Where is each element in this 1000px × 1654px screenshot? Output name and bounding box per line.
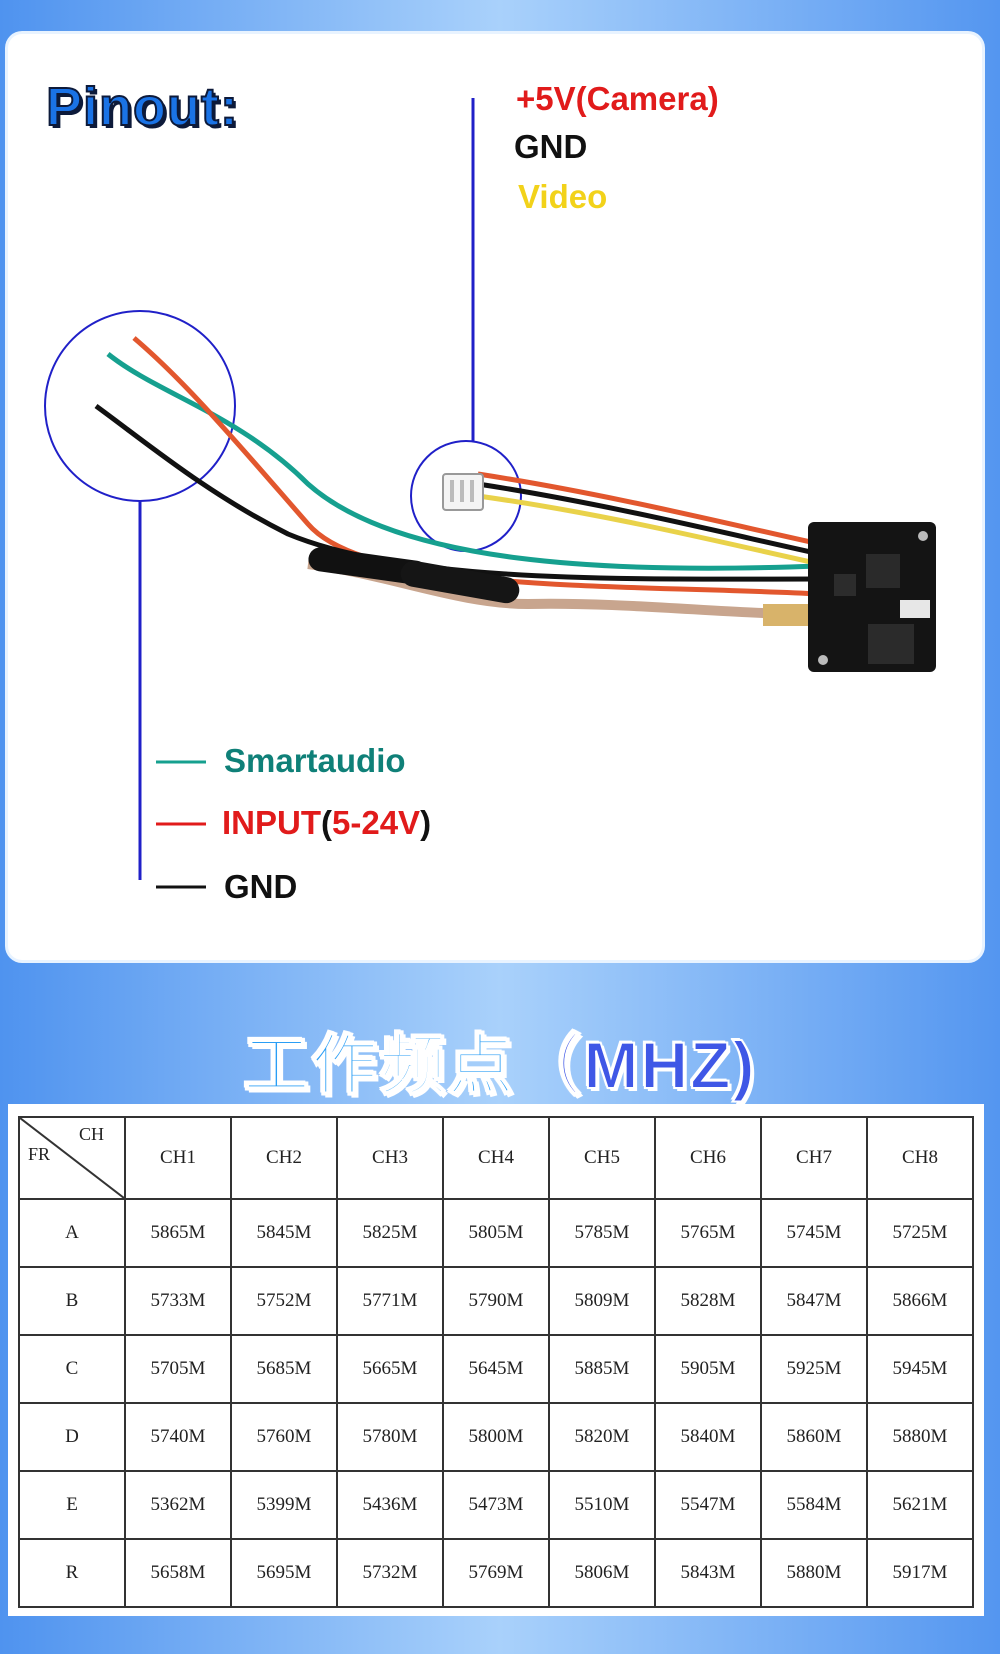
ufl-connector bbox=[763, 604, 813, 626]
frequency-cell: 5362M bbox=[124, 1470, 232, 1540]
frequency-cell: 5771M bbox=[336, 1266, 444, 1336]
frequency-cell: 5732M bbox=[336, 1538, 444, 1608]
frequency-cell: 5880M bbox=[866, 1402, 974, 1472]
frequency-cell: 5885M bbox=[548, 1334, 656, 1404]
frequency-cell: 5760M bbox=[230, 1402, 338, 1472]
frequency-cell: 5806M bbox=[548, 1538, 656, 1608]
frequency-title-unit: （MHZ) bbox=[515, 1027, 757, 1103]
column-header: CH2 bbox=[230, 1116, 338, 1200]
frequency-cell: 5658M bbox=[124, 1538, 232, 1608]
input-label: INPUT bbox=[222, 804, 321, 841]
frequency-title-text: 工作频点 bbox=[243, 1027, 516, 1103]
camera-5v-wire bbox=[477, 471, 821, 547]
table-corner-cell: CH FR bbox=[18, 1116, 126, 1200]
corner-diagonal bbox=[20, 1118, 124, 1198]
frequency-cell: 5880M bbox=[760, 1538, 868, 1608]
smartaudio-wire bbox=[106, 352, 819, 571]
column-header: CH1 bbox=[124, 1116, 232, 1200]
antenna-heatshrink bbox=[308, 547, 428, 585]
frequency-cell: 5800M bbox=[442, 1402, 550, 1472]
frequency-cell: 5866M bbox=[866, 1266, 974, 1336]
frequency-cell: 5828M bbox=[654, 1266, 762, 1336]
band-label: E bbox=[18, 1470, 126, 1540]
frequency-cell: 5645M bbox=[442, 1334, 550, 1404]
vtx-module-photo bbox=[44, 98, 936, 889]
frequency-cell: 5825M bbox=[336, 1198, 444, 1268]
frequency-cell: 5809M bbox=[548, 1266, 656, 1336]
camera-gnd-label: GND bbox=[514, 128, 588, 165]
frequency-cell: 5785M bbox=[548, 1198, 656, 1268]
frequency-cell: 5547M bbox=[654, 1470, 762, 1540]
column-header: CH8 bbox=[866, 1116, 974, 1200]
camera-gnd-wire bbox=[477, 481, 821, 557]
frequency-cell: 5840M bbox=[654, 1402, 762, 1472]
frequency-cell: 5925M bbox=[760, 1334, 868, 1404]
input-power-wire bbox=[132, 336, 821, 597]
pinout-title: Pinout: bbox=[45, 76, 239, 138]
frequency-cell: 5769M bbox=[442, 1538, 550, 1608]
frequency-cell: 5917M bbox=[866, 1538, 974, 1608]
pinout-panel: Pinout: +5V(Camera) GND Video Smartaudio… bbox=[8, 34, 982, 960]
column-header: CH6 bbox=[654, 1116, 762, 1200]
frequency-cell: 5695M bbox=[230, 1538, 338, 1608]
band-label: D bbox=[18, 1402, 126, 1472]
smartaudio-label: Smartaudio bbox=[224, 742, 406, 779]
corner-fr-label: FR bbox=[28, 1144, 51, 1164]
frequency-cell: 5685M bbox=[230, 1334, 338, 1404]
frequency-cell: 5865M bbox=[124, 1198, 232, 1268]
frequency-cell: 5665M bbox=[336, 1334, 444, 1404]
column-header: CH5 bbox=[548, 1116, 656, 1200]
frequency-cell: 5621M bbox=[866, 1470, 974, 1540]
frequency-cell: 5820M bbox=[548, 1402, 656, 1472]
frequency-cell: 5765M bbox=[654, 1198, 762, 1268]
frequency-cell: 5905M bbox=[654, 1334, 762, 1404]
frequency-cell: 5436M bbox=[336, 1470, 444, 1540]
input-range: 5-24V bbox=[332, 804, 421, 841]
frequency-cell: 5780M bbox=[336, 1402, 444, 1472]
corner-ch-label: CH bbox=[78, 1124, 104, 1144]
column-header: CH7 bbox=[760, 1116, 868, 1200]
frequency-cell: 5847M bbox=[760, 1266, 868, 1336]
band-label: R bbox=[18, 1538, 126, 1608]
input-gnd-label: GND bbox=[224, 868, 298, 905]
frequency-cell: 5945M bbox=[866, 1334, 974, 1404]
frequency-cell: 5705M bbox=[124, 1334, 232, 1404]
column-header: CH4 bbox=[442, 1116, 550, 1200]
frequency-cell: 5860M bbox=[760, 1402, 868, 1472]
frequency-cell: 5845M bbox=[230, 1198, 338, 1268]
frequency-cell: 5752M bbox=[230, 1266, 338, 1336]
camera-5v-label: +5V(Camera) bbox=[516, 80, 719, 117]
input-open-paren: ( bbox=[321, 804, 332, 841]
frequency-cell: 5745M bbox=[760, 1198, 868, 1268]
camera-video-label: Video bbox=[518, 178, 608, 215]
band-label: B bbox=[18, 1266, 126, 1336]
frequency-cell: 5473M bbox=[442, 1470, 550, 1540]
frequency-cell: 5399M bbox=[230, 1470, 338, 1540]
frequency-cell: 5843M bbox=[654, 1538, 762, 1608]
frequency-cell: 5805M bbox=[442, 1198, 550, 1268]
frequency-cell: 5733M bbox=[124, 1266, 232, 1336]
band-label: C bbox=[18, 1334, 126, 1404]
frequency-cell: 5510M bbox=[548, 1470, 656, 1540]
frequency-cell: 5790M bbox=[442, 1266, 550, 1336]
frequency-cell: 5584M bbox=[760, 1470, 868, 1540]
frequency-cell: 5725M bbox=[866, 1198, 974, 1268]
band-label: A bbox=[18, 1198, 126, 1268]
camera-video-wire bbox=[477, 493, 821, 567]
frequency-cell: 5740M bbox=[124, 1402, 232, 1472]
frequency-table-title: 工作频点（MHZ) bbox=[0, 1012, 1000, 1108]
input-voltage-label: INPUT(5-24V) bbox=[222, 804, 431, 842]
input-close-paren: ) bbox=[420, 804, 432, 841]
column-header: CH3 bbox=[336, 1116, 444, 1200]
